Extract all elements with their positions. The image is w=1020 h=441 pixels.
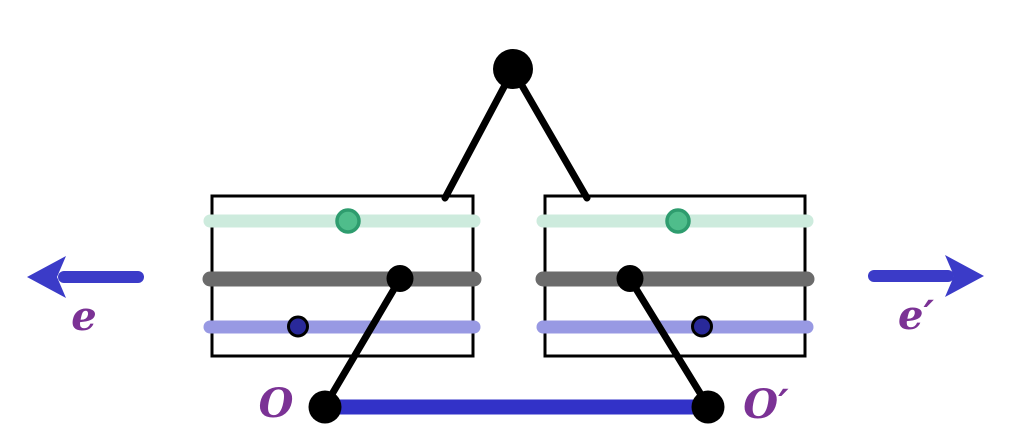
right-green-marker xyxy=(665,208,691,234)
left-direction-arrow xyxy=(27,256,144,298)
edge-left-graypoint-to-O xyxy=(321,275,404,410)
apex-node xyxy=(493,49,533,89)
label-e-prime: e′ xyxy=(898,292,934,339)
right-arrow-head-icon xyxy=(945,255,984,297)
left-navy-marker xyxy=(287,315,309,338)
left-arrow-head-icon xyxy=(27,256,66,298)
node-Oprime xyxy=(691,390,725,424)
edge-right-graypoint-to-Oprime xyxy=(626,275,712,410)
label-e: e xyxy=(71,293,96,340)
edge-apex-to-right-box xyxy=(509,66,591,202)
right-gray-strand-node xyxy=(616,265,644,292)
label-O-prime: O′ xyxy=(743,381,789,428)
edge-apex-to-left-box xyxy=(441,66,517,202)
node-O xyxy=(308,390,342,424)
right-direction-arrow xyxy=(868,255,984,297)
label-O: O xyxy=(259,380,294,427)
left-gray-strand-node xyxy=(386,265,414,292)
right-navy-marker xyxy=(691,315,713,338)
left-green-marker xyxy=(335,208,361,234)
